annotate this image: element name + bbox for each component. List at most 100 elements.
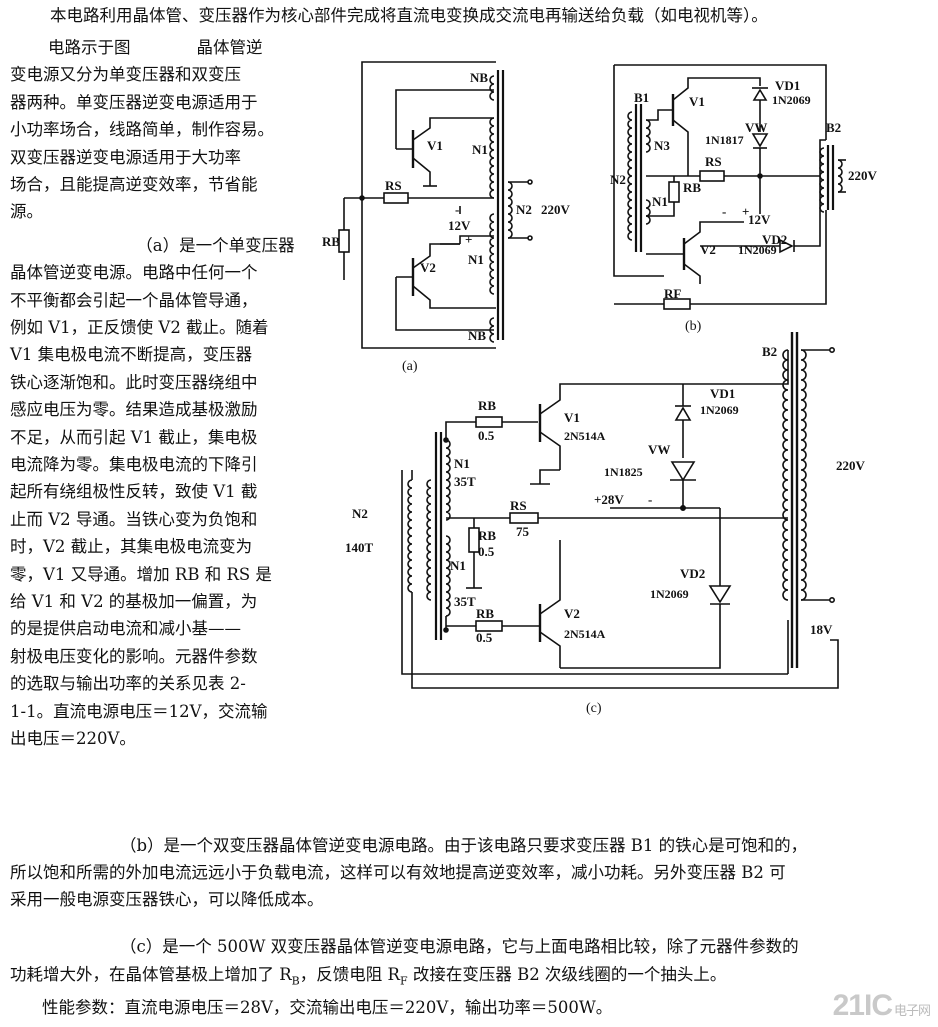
circuit-b-label: +	[742, 204, 749, 219]
left-column-line: 起所有绕组极性反转，致使 V1 截	[10, 482, 258, 502]
left-column-line: 的选取与输出功率的关系见表 2-	[10, 674, 246, 694]
circuit-c-label: 140T	[345, 540, 374, 555]
para-c-line-1: （c）是一个 500W 双变压器晶体管逆变电源电路，它与上面电路相比较，除了元器…	[120, 937, 799, 956]
circuit-c-label: VW	[648, 442, 670, 457]
circuit-b-label: VD1	[775, 78, 800, 93]
circuit-c-label: -	[648, 492, 652, 507]
circuit-c-label: V2	[564, 606, 580, 621]
left-column-line: 变电源又分为单变压器和双变压	[10, 65, 241, 85]
left-column-line: 源。	[10, 202, 43, 222]
left-column-line: 出电压＝220V。	[10, 729, 136, 748]
circuit-c-label: V1	[564, 410, 580, 425]
circuit-c-label: +28V	[594, 492, 624, 507]
circuit-c-label: VD2	[680, 566, 705, 581]
circuit-b-label: -	[722, 204, 726, 219]
circuit-c-label: RS	[510, 498, 527, 513]
circuit-a-label: N1	[468, 252, 484, 267]
left-column-line: 场合，且能提高逆变效率，节省能	[10, 175, 258, 194]
left-column-line: 电流降为零。集电极电流的下降引	[10, 455, 258, 474]
circuit-b-label: 1N2069	[738, 243, 777, 257]
circuit-c-label: RB	[478, 398, 496, 413]
circuit-c-label: 1N2069	[650, 587, 689, 601]
left-column-line: 晶体管逆变电源。电路中任何一个	[10, 263, 258, 283]
circuit-c-caption: (c)	[586, 701, 602, 716]
circuit-b-label: RB	[683, 180, 701, 195]
circuit-c-label: RB	[478, 528, 496, 543]
circuit-a	[338, 61, 533, 349]
circuit-c-label: 75	[516, 524, 530, 539]
circuit-b-label: N2	[610, 172, 626, 187]
left-column-line: 感应电压为零。结果造成基极激励	[10, 400, 258, 420]
circuit-c-label: 1N1825	[604, 465, 643, 479]
circuit-c-label: 0.5	[478, 544, 495, 559]
circuit-c-label: 2N514A	[564, 429, 606, 443]
circuit-c-label: N2	[352, 506, 368, 521]
circuit-b	[613, 64, 846, 310]
circuit-b-label: VW	[745, 120, 767, 135]
circuit-a-label: NB	[468, 328, 486, 343]
circuit-a-label: 12V	[448, 218, 471, 233]
circuit-b-label: 1N1817	[705, 133, 744, 147]
circuit-b-label: B1	[634, 90, 649, 105]
circuit-c	[401, 332, 839, 689]
circuit-b-label: 12V	[748, 212, 771, 227]
circuit-b-label: N1	[652, 194, 668, 209]
left-column-line: 的是提供启动电流和减小基——	[10, 619, 241, 639]
left-column-line: 双变压器逆变电源适用于大功率	[10, 147, 241, 167]
para-c-line-2: 功耗增大外，在晶体管基极上增加了 RB，反馈电阻 RF 改接在变压器 B2 次级…	[10, 965, 727, 988]
left-column-line: 器两种。单变压器逆变电源适用于	[10, 92, 258, 112]
circuit-a-caption: (a)	[402, 359, 418, 374]
left-column-line: 不平衡都会引起一个晶体管导通，	[10, 290, 258, 310]
circuit-b-label: B2	[826, 120, 841, 135]
circuit-a-label: RS	[385, 178, 402, 193]
circuit-b-label: VD2	[762, 232, 787, 247]
circuit-a-label: NB	[470, 70, 488, 85]
circuit-c-label: 1N2069	[700, 403, 739, 417]
circuit-c-label: VD1	[710, 386, 735, 401]
circuit-c-label: 0.5	[476, 630, 493, 645]
circuit-b-label: N3	[654, 138, 670, 153]
circuit-c-label: 2N514A	[564, 627, 606, 641]
para-b-line-1: （b）是一个双变压器晶体管逆变电源电路。由于该电路只要求变压器 B1 的铁心是可…	[120, 836, 808, 855]
circuit-c-label: B2	[762, 344, 777, 359]
circuit-b-label: 220V	[848, 168, 878, 183]
circuit-c-label: RB	[476, 606, 494, 621]
left-column-line: （a）是一个单变压器	[128, 235, 295, 255]
left-column-line: 铁心逐渐饱和。此时变压器绕组中	[10, 372, 258, 392]
para-b-line-2: 所以饱和所需的外加电流远远小于负载电流，这样可以有效地提高逆变效率，减小功耗。另…	[10, 863, 786, 882]
left-column-line: 电路示于图 晶体管逆	[48, 38, 263, 57]
circuit-a-label: 220V	[541, 202, 571, 217]
circuit-c-label: N1	[450, 558, 466, 573]
perf-line: 性能参数：直流电源电压＝28V，交流输出电压＝220V，输出功率＝500W。	[42, 998, 613, 1017]
circuit-c-label: 220V	[836, 458, 866, 473]
circuit-a-label: N1	[472, 142, 488, 157]
left-column-line: 止而 V2 导通。当铁心变为负饱和	[10, 509, 258, 529]
intro-line: 本电路利用晶体管、变压器作为核心部件完成将直流电变换成交流电再输送给负载（如电视…	[50, 6, 768, 25]
circuit-a-label: V2	[420, 260, 436, 275]
circuit-b-caption: (b)	[685, 319, 702, 334]
circuit-c-label: 18V	[810, 622, 833, 637]
circuit-b-label: RS	[705, 154, 722, 169]
circuit-c-label: 35T	[454, 594, 476, 609]
circuit-a-label: N2	[516, 202, 532, 217]
circuit-b-label: V2	[700, 242, 716, 257]
circuit-c-label: 0.5	[478, 428, 495, 443]
circuit-a-label: +	[465, 232, 472, 247]
left-column-line: 给 V1 和 V2 的基极加一偏置，为	[10, 592, 258, 611]
para-b-line-3: 采用一般电源变压器铁心，可以降低成本。	[10, 890, 324, 909]
left-column-line: 例如 V1，正反馈使 V2 截止。随着	[10, 318, 269, 337]
circuit-b-label: V1	[689, 94, 705, 109]
left-column-line: 射极电压变化的影响。元器件参数	[10, 646, 258, 666]
left-column-line: 小功率场合，线路简单，制作容易。	[10, 120, 274, 140]
left-column-line: V1 集电极电流不断提高，变压器	[10, 345, 253, 365]
left-column-line: 时，V2 截止，其集电极电流变为	[10, 537, 253, 557]
left-column-line: 不足，从而引起 V1 截止，集电极	[10, 427, 258, 447]
circuit-c-label: 35T	[454, 474, 476, 489]
circuit-b-label: RF	[664, 286, 681, 301]
left-column-line: 1-1。直流电源电压＝12V，交流输	[10, 701, 268, 721]
circuit-a-label: RB	[322, 234, 340, 249]
left-column-line: 零，V1 又导通。增加 RB 和 RS 是	[10, 564, 272, 584]
circuit-b-label: 1N2069	[772, 93, 811, 107]
